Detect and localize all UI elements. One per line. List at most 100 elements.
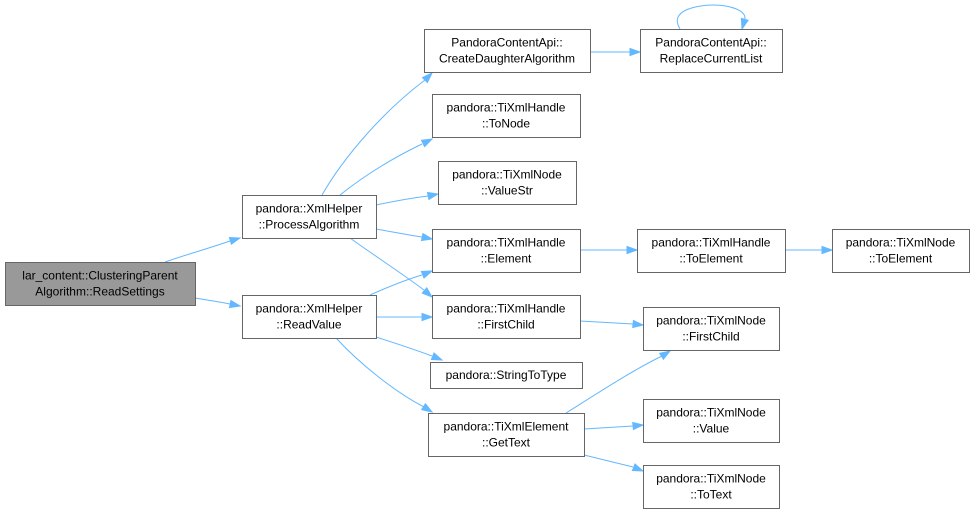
edge-arrowhead xyxy=(430,352,444,361)
node-label-line: ::ValueStr xyxy=(481,184,533,198)
edge-arrowhead xyxy=(632,319,645,329)
node-box xyxy=(643,465,780,509)
edge-arrowhead xyxy=(420,402,434,413)
edge-tixmlelement-gettext-to-tixmlnode-value xyxy=(583,421,645,431)
edge-xmlhelper-processalgorithm-to-tixmlhandle-firstchild xyxy=(349,237,434,299)
node-tixmlhandle-toelement[interactable]: pandora::TiXmlHandle::ToElement xyxy=(637,229,786,273)
node-label-line: ::ToText xyxy=(690,488,732,502)
node-label-line: pandora::StringToType xyxy=(446,368,567,382)
node-label-line: PandoraContentApi:: xyxy=(655,36,766,50)
node-box xyxy=(643,307,780,351)
node-tixmlhandle-element[interactable]: pandora::TiXmlHandle::Element xyxy=(432,229,581,273)
node-label-line: ::ToNode xyxy=(482,117,530,131)
node-tixmlnode-valuestr[interactable]: pandora::TiXmlNode::ValueStr xyxy=(438,161,577,205)
node-box xyxy=(428,413,585,457)
edge-arrowhead xyxy=(421,312,434,322)
node-tixmlnode-totext[interactable]: pandora::TiXmlNode::ToText xyxy=(643,465,780,509)
edge-arrowhead xyxy=(632,421,645,431)
edge-clusteringparent-readsettings-to-xmlhelper-readvalue xyxy=(194,297,242,309)
edge-tixmlhandle-toelement-to-tixmlnode-toelement xyxy=(785,245,834,255)
edge-line xyxy=(369,274,423,296)
edge-arrowhead xyxy=(740,17,749,31)
edge-xmlhelper-processalgorithm-to-pandoracontentapi-createdaughteralgorithm xyxy=(321,71,434,196)
node-label-line: pandora::XmlHelper xyxy=(256,202,363,216)
edge-line xyxy=(339,143,423,196)
node-label-line: pandora::TiXmlElement xyxy=(444,420,570,434)
edge-layer xyxy=(164,4,834,472)
node-label-line: pandora::TiXmlHandle xyxy=(447,236,566,250)
edge-arrowhead xyxy=(629,47,642,57)
edge-arrowhead xyxy=(821,245,834,255)
edge-xmlhelper-readvalue-to-tixmlhandle-firstchild xyxy=(376,312,434,322)
node-label-line: ::ToElement xyxy=(679,252,743,266)
node-tixmlhandle-firstchild[interactable]: pandora::TiXmlHandle::FirstChild xyxy=(432,295,581,339)
edge-line xyxy=(375,228,423,238)
edge-line xyxy=(579,320,634,325)
edge-tixmlelement-gettext-to-tixmlnode-firstchild xyxy=(565,350,672,414)
edge-arrowhead xyxy=(426,191,440,201)
node-label-line: ::ReadValue xyxy=(276,318,341,332)
edge-clusteringparent-readsettings-to-xmlhelper-processalgorithm xyxy=(164,236,242,263)
node-tixmlnode-firstchild[interactable]: pandora::TiXmlNode::FirstChild xyxy=(643,307,780,351)
edge-pandoracontentapi-replacecurrentlist-to-pandoracontentapi-replacecurrentlist xyxy=(676,4,749,31)
node-tixmlelement-gettext[interactable]: pandora::TiXmlElement::GetText xyxy=(428,413,585,457)
node-tixmlnode-toelement[interactable]: pandora::TiXmlNode::ToElement xyxy=(832,229,970,273)
node-clusteringparent-readsettings[interactable]: lar_content::ClusteringParentAlgorithm::… xyxy=(5,262,196,306)
edge-xmlhelper-processalgorithm-to-tixmlnode-valuestr xyxy=(375,191,440,206)
node-box xyxy=(432,94,581,138)
node-stringtotype[interactable]: pandora::StringToType xyxy=(430,362,583,389)
edge-pandoracontentapi-createdaughteralgorithm-to-pandoracontentapi-replacecurrentlist xyxy=(590,47,642,57)
node-box xyxy=(640,29,783,73)
node-box xyxy=(643,399,780,443)
edge-line xyxy=(335,337,425,408)
node-label-line: pandora::TiXmlHandle xyxy=(447,101,566,115)
node-box xyxy=(242,195,377,239)
node-label-line: pandora::TiXmlNode xyxy=(656,472,766,486)
edge-arrowhead xyxy=(658,350,672,361)
node-xmlhelper-processalgorithm[interactable]: pandora::XmlHelper::ProcessAlgorithm xyxy=(242,195,377,239)
node-box xyxy=(438,161,577,205)
node-label-line: Algorithm::ReadSettings xyxy=(35,285,164,299)
node-box xyxy=(832,229,970,273)
edge-line xyxy=(194,297,231,305)
node-box xyxy=(5,262,196,306)
node-box xyxy=(430,362,583,389)
node-xmlhelper-readvalue[interactable]: pandora::XmlHelper::ReadValue xyxy=(242,295,377,339)
node-pandoracontentapi-createdaughteralgorithm[interactable]: PandoraContentApi::CreateDaughterAlgorit… xyxy=(424,29,591,73)
node-layer: lar_content::ClusteringParentAlgorithm::… xyxy=(5,29,970,509)
edge-line xyxy=(583,454,634,468)
node-tixmlnode-value[interactable]: pandora::TiXmlNode::Value xyxy=(643,399,780,443)
node-label-line: ::ProcessAlgorithm xyxy=(259,218,360,232)
edge-arrowhead xyxy=(228,299,242,309)
edge-tixmlhandle-firstchild-to-tixmlnode-firstchild xyxy=(579,319,645,329)
node-label-line: lar_content::ClusteringParent xyxy=(22,269,178,283)
node-label-line: pandora::TiXmlHandle xyxy=(447,302,566,316)
edge-arrowhead xyxy=(420,138,434,148)
node-label-line: ::GetText xyxy=(482,436,531,450)
node-label-line: ::FirstChild xyxy=(682,330,739,344)
edge-line xyxy=(164,240,231,263)
edge-xmlhelper-readvalue-to-tixmlhandle-element xyxy=(369,270,434,296)
node-label-line: pandora::XmlHelper xyxy=(256,302,363,316)
node-label-line: pandora::TiXmlNode xyxy=(656,406,766,420)
edge-line xyxy=(583,425,634,430)
edge-arrowhead xyxy=(631,463,645,472)
node-pandoracontentapi-replacecurrentlist[interactable]: PandoraContentApi::ReplaceCurrentList xyxy=(640,29,783,73)
node-label-line: PandoraContentApi:: xyxy=(451,36,562,50)
edge-tixmlelement-gettext-to-tixmlnode-totext xyxy=(583,454,645,472)
node-label-line: CreateDaughterAlgorithm xyxy=(439,52,575,66)
edge-line xyxy=(375,336,433,357)
edge-line xyxy=(349,237,425,291)
node-box xyxy=(637,229,786,273)
edge-xmlhelper-readvalue-to-tixmlelement-gettext xyxy=(335,337,434,413)
edge-arrowhead xyxy=(421,286,434,299)
node-box xyxy=(424,29,591,73)
edge-arrowhead xyxy=(420,232,434,242)
node-label-line: ::Value xyxy=(693,422,730,436)
node-label-line: pandora::TiXmlHandle xyxy=(652,236,771,250)
node-tixmlhandle-tonode[interactable]: pandora::TiXmlHandle::ToNode xyxy=(432,94,581,138)
edge-line xyxy=(321,79,426,196)
edge-arrowhead xyxy=(228,236,242,246)
edge-line xyxy=(565,355,663,414)
